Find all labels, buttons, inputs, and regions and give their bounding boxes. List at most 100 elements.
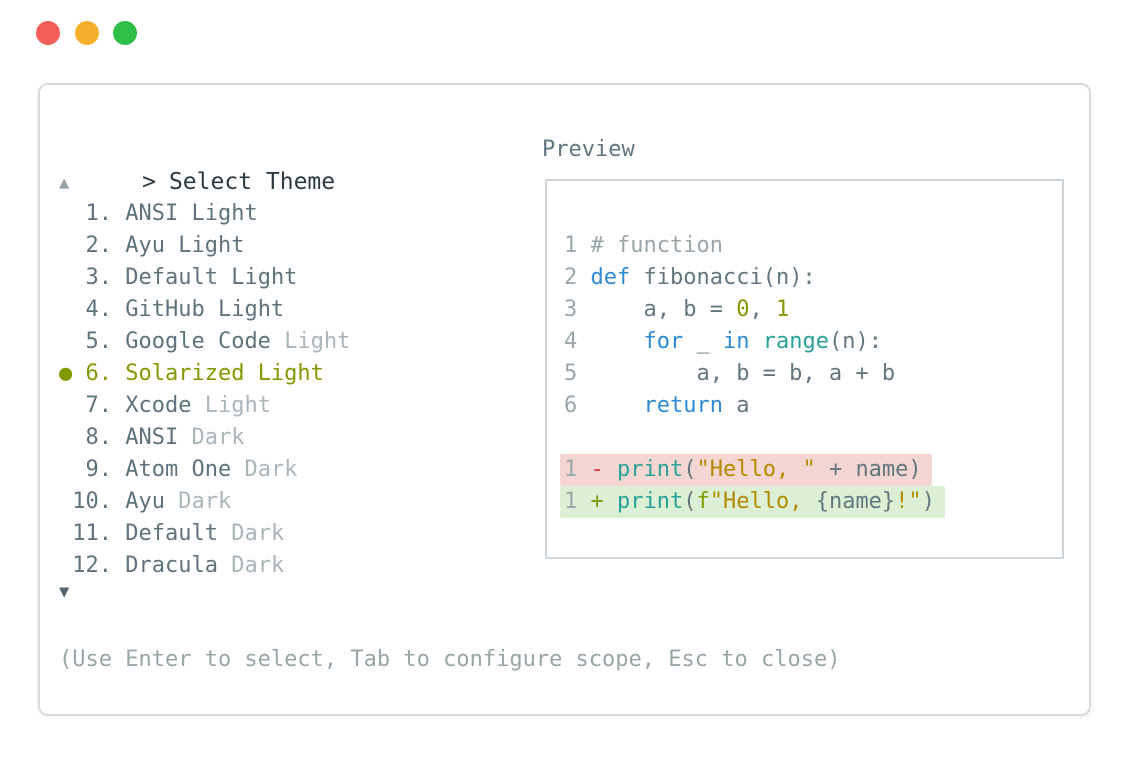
marker-space xyxy=(59,297,72,322)
theme-item-12[interactable]: 12. Dracula Dark xyxy=(59,550,350,582)
token-plain: ( xyxy=(683,457,697,482)
marker-space xyxy=(59,489,72,514)
theme-number: 5. xyxy=(72,329,126,354)
theme-item-5[interactable]: 5. Google Code Light xyxy=(59,326,350,358)
prompt-caret: > xyxy=(142,169,156,195)
theme-variant: Light xyxy=(191,201,258,226)
token-kw: def xyxy=(590,265,631,290)
theme-name: Atom One xyxy=(125,457,245,482)
token-str: !" xyxy=(895,489,922,514)
theme-name: Solarized xyxy=(125,361,258,386)
theme-variant: Dark xyxy=(178,489,232,514)
theme-variant: Dark xyxy=(231,553,285,578)
token-plain xyxy=(749,329,762,354)
line-number: 5 xyxy=(564,361,591,386)
token-str: "Hello, xyxy=(709,489,816,514)
marker-space xyxy=(59,329,72,354)
theme-name: Default xyxy=(125,521,232,546)
theme-item-11[interactable]: 11. Default Dark xyxy=(59,518,350,550)
marker-space xyxy=(59,553,72,578)
marker-space xyxy=(59,201,72,226)
scroll-up-icon[interactable]: ▲ xyxy=(59,173,70,193)
keyboard-hint: (Use Enter to select, Tab to configure s… xyxy=(59,647,841,672)
theme-name: Ayu xyxy=(125,489,179,514)
token-kw: in xyxy=(722,329,750,354)
theme-name: Ayu xyxy=(125,233,179,258)
marker-space xyxy=(59,425,72,450)
theme-number: 8. xyxy=(72,425,126,450)
theme-item-3[interactable]: 3. Default Light xyxy=(59,262,350,294)
diff-line-del: 1 - print("Hello, " + name) xyxy=(560,454,932,486)
close-button[interactable] xyxy=(36,21,60,45)
theme-item-7[interactable]: 7. Xcode Light xyxy=(59,390,350,422)
scroll-down-icon[interactable]: ▼ xyxy=(59,582,70,602)
token-plain: fibonacci(n): xyxy=(630,265,816,290)
token-val: f xyxy=(696,489,710,514)
theme-item-2[interactable]: 2. Ayu Light xyxy=(59,230,350,262)
theme-name: Dracula xyxy=(125,553,232,578)
blank-line xyxy=(564,422,945,454)
diff-sign: + xyxy=(590,489,617,514)
marker-space xyxy=(59,457,72,482)
theme-name: ANSI xyxy=(125,425,192,450)
theme-variant: Light xyxy=(257,361,324,386)
theme-variant: Dark xyxy=(244,457,298,482)
code-line: 2 def fibonacci(n): xyxy=(564,262,945,294)
theme-variant: Light xyxy=(178,233,245,258)
token-fn: print xyxy=(617,489,684,514)
page-title: Select Theme xyxy=(168,169,336,195)
theme-name: Xcode xyxy=(125,393,205,418)
theme-number: 9. xyxy=(72,457,126,482)
theme-number: 3. xyxy=(72,265,126,290)
theme-number: 10. xyxy=(72,489,126,514)
token-plain: a xyxy=(722,393,750,418)
token-plain: + name) xyxy=(815,457,922,482)
token-plain: a, b = xyxy=(590,297,737,322)
maximize-button[interactable] xyxy=(113,21,137,45)
code-line: 4 for _ in range(n): xyxy=(564,326,945,358)
minimize-button[interactable] xyxy=(75,21,99,45)
theme-item-4[interactable]: 4. GitHub Light xyxy=(59,294,350,326)
code-line: 1 # function xyxy=(564,230,945,262)
token-plain: a, b = b, a + b xyxy=(590,361,896,386)
theme-number: 7. xyxy=(72,393,126,418)
theme-item-6[interactable]: ● 6. Solarized Light xyxy=(59,358,350,390)
theme-item-1[interactable]: 1. ANSI Light xyxy=(59,198,350,230)
token-kw: for xyxy=(643,329,684,354)
token-plain: _ xyxy=(683,329,723,354)
line-number: 3 xyxy=(564,297,591,322)
theme-item-10[interactable]: 10. Ayu Dark xyxy=(59,486,350,518)
token-plain xyxy=(591,329,644,354)
theme-variant: Light xyxy=(217,297,285,322)
theme-number: 12. xyxy=(72,553,126,578)
theme-number: 11. xyxy=(72,521,126,546)
token-plain xyxy=(591,393,644,418)
token-comment: # function xyxy=(590,233,723,258)
line-number: 1 xyxy=(564,233,591,258)
theme-number: 2. xyxy=(72,233,126,258)
token-kw: return xyxy=(643,393,723,418)
theme-item-8[interactable]: 8. ANSI Dark xyxy=(59,422,350,454)
line-number: 1 xyxy=(564,457,591,482)
theme-name: Default xyxy=(125,265,232,290)
marker-space xyxy=(59,233,72,258)
theme-number: 1. xyxy=(72,201,126,226)
line-number: 4 xyxy=(564,329,591,354)
theme-variant: Dark xyxy=(231,521,285,546)
token-fn: range xyxy=(762,329,829,354)
token-plain: ) xyxy=(921,489,935,514)
code-line: 3 a, b = 0, 1 xyxy=(564,294,945,326)
preview-label: Preview xyxy=(542,137,635,162)
theme-name: Google Code xyxy=(125,329,285,354)
line-number: 6 xyxy=(564,393,591,418)
line-number: 2 xyxy=(564,265,591,290)
token-plain: , xyxy=(749,297,776,322)
code-line: 6 return a xyxy=(564,390,945,422)
token-str: "Hello, " xyxy=(696,457,816,482)
marker-space xyxy=(59,265,72,290)
token-plain: (n): xyxy=(828,329,882,354)
theme-item-9[interactable]: 9. Atom One Dark xyxy=(59,454,350,486)
theme-variant: Light xyxy=(231,265,298,290)
select-theme-header: > Select Theme xyxy=(59,134,335,230)
